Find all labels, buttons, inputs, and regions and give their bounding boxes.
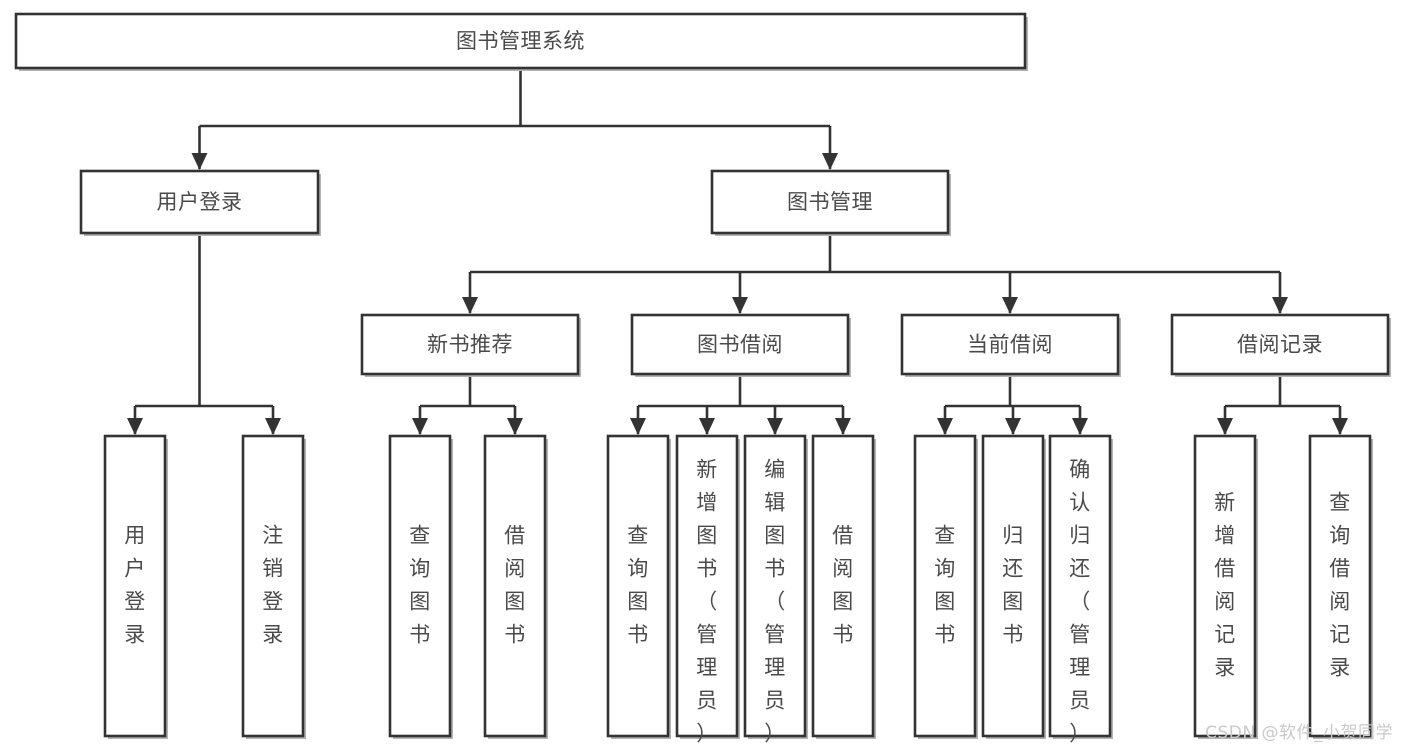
node-label: 查询图书 xyxy=(627,524,649,647)
node-label: 图书管理系统 xyxy=(456,29,585,53)
node-label: 用户登录 xyxy=(124,524,146,647)
arrow-head-icon xyxy=(412,418,428,435)
node-label: 图书借阅 xyxy=(697,333,783,357)
node-leaf-confirm-return[interactable]: 确认归还（管理员） xyxy=(1048,434,1113,746)
node-label: 新增图书（管理员） xyxy=(696,458,718,746)
node-leaf-edit-book[interactable]: 编辑图书（管理员） xyxy=(743,434,808,746)
node-root[interactable]: 图书管理系统 xyxy=(14,12,1028,71)
arrow-head-icon xyxy=(1002,297,1018,314)
node-leaf-query-book-rec[interactable]: 查询图书 xyxy=(388,434,453,739)
node-leaf-user-login[interactable]: 用户登录 xyxy=(103,434,168,739)
node-leaf-query-book-borrow[interactable]: 查询图书 xyxy=(606,434,671,739)
node-leaf-logout[interactable]: 注销登录 xyxy=(241,434,306,739)
node-borrow-record[interactable]: 借阅记录 xyxy=(1170,313,1391,377)
connectors-layer xyxy=(127,68,1348,435)
arrow-head-icon xyxy=(1005,418,1021,435)
node-leaf-add-book[interactable]: 新增图书（管理员） xyxy=(675,434,740,746)
node-label: 归还图书 xyxy=(1002,524,1024,647)
arrow-head-icon xyxy=(507,418,523,435)
node-label: 用户登录 xyxy=(157,190,243,214)
arrow-head-icon xyxy=(1072,418,1088,435)
node-current-borrow[interactable]: 当前借阅 xyxy=(900,313,1121,377)
node-label: 确认归还（管理员） xyxy=(1069,458,1091,746)
node-new-book-recommend[interactable]: 新书推荐 xyxy=(360,313,581,377)
node-label: 编辑图书（管理员） xyxy=(764,458,786,746)
node-leaf-borrow-book[interactable]: 借阅图书 xyxy=(811,434,876,739)
arrow-head-icon xyxy=(699,418,715,435)
arrow-head-icon xyxy=(822,153,838,170)
csdn-watermark: CSDN @软件_小贺同学 xyxy=(1205,723,1393,743)
node-leaf-return-book[interactable]: 归还图书 xyxy=(981,434,1046,739)
node-book-borrow[interactable]: 图书借阅 xyxy=(630,313,851,377)
arrow-head-icon xyxy=(630,418,646,435)
arrow-head-icon xyxy=(767,418,783,435)
node-label: 借阅记录 xyxy=(1237,333,1323,357)
arrow-head-icon xyxy=(462,297,478,314)
node-label: 查询图书 xyxy=(934,524,956,647)
node-book-manage[interactable]: 图书管理 xyxy=(710,169,951,236)
node-label: 借阅图书 xyxy=(504,524,526,647)
arrow-head-icon xyxy=(191,153,208,170)
node-leaf-query-record[interactable]: 查询借阅记录 xyxy=(1308,434,1373,739)
arrow-head-icon xyxy=(1332,418,1348,435)
arrow-head-icon xyxy=(265,418,281,435)
arrow-head-icon xyxy=(937,418,953,435)
node-label: 查询借阅记录 xyxy=(1329,491,1351,680)
node-label: 查询图书 xyxy=(409,524,431,647)
nodes-layer: 图书管理系统用户登录图书管理新书推荐图书借阅当前借阅借阅记录用户登录注销登录查询… xyxy=(14,12,1391,746)
arrow-head-icon xyxy=(835,418,851,435)
node-label: 图书管理 xyxy=(787,190,873,214)
node-leaf-query-book-cur[interactable]: 查询图书 xyxy=(913,434,978,739)
node-label: 借阅图书 xyxy=(832,524,854,647)
arrow-head-icon xyxy=(127,418,143,435)
node-label: 当前借阅 xyxy=(967,333,1053,357)
arrow-head-icon xyxy=(1272,297,1288,314)
node-leaf-add-record[interactable]: 新增借阅记录 xyxy=(1193,434,1258,739)
node-label: 新书推荐 xyxy=(427,333,513,357)
node-label: 新增借阅记录 xyxy=(1214,491,1236,680)
node-user-login[interactable]: 用户登录 xyxy=(79,169,321,236)
node-leaf-borrow-book-rec[interactable]: 借阅图书 xyxy=(483,434,548,739)
arrow-head-icon xyxy=(732,297,748,314)
node-label: 注销登录 xyxy=(262,524,284,647)
arrow-head-icon xyxy=(1217,418,1233,435)
